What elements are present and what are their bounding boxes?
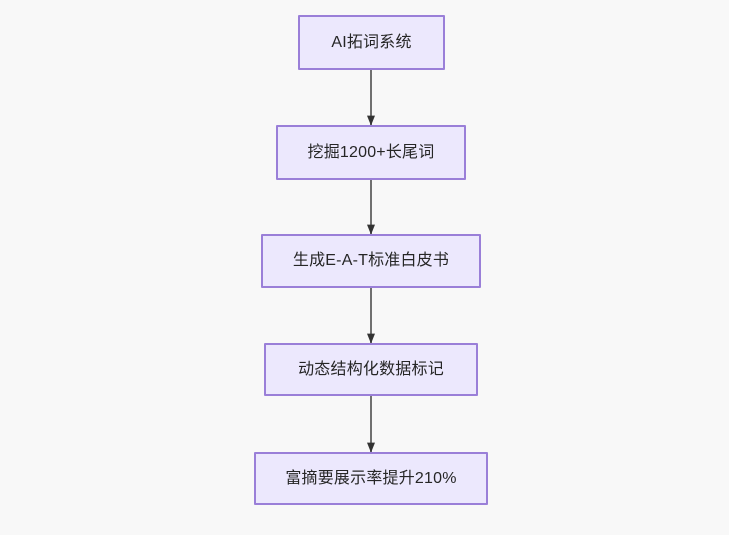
flow-node-label: 富摘要展示率提升210% [285,469,457,487]
flow-node-mine-longtail-keywords[interactable]: 挖掘1200+长尾词 [276,125,466,180]
flow-node-ai-keyword-system[interactable]: AI拓词系统 [298,15,445,70]
flow-node-rich-snippet-rate-increase[interactable]: 富摘要展示率提升210% [254,452,488,505]
flow-node-label: 动态结构化数据标记 [298,360,444,378]
flow-node-dynamic-structured-data-markup[interactable]: 动态结构化数据标记 [264,343,478,396]
flow-node-generate-eat-whitepaper[interactable]: 生成E-A-T标准白皮书 [261,234,481,288]
flow-node-label: 挖掘1200+长尾词 [307,143,435,161]
flow-node-label: AI拓词系统 [331,33,412,51]
flow-node-label: 生成E-A-T标准白皮书 [292,252,450,269]
